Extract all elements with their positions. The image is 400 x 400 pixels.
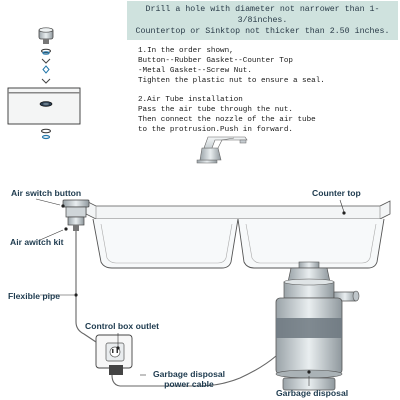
step2-line: 2.Air Tube installation: [138, 96, 243, 104]
label-power-cable: Garbage disposal power cable: [148, 369, 230, 389]
step2-line: Then connect the nozzle of the air tube: [138, 116, 316, 124]
spacer: [138, 86, 398, 95]
flexible-pipe-line: [75, 231, 277, 387]
label-flexible-pipe: Flexible pipe: [8, 291, 61, 301]
label-air-switch-kit: Air awitch kit: [10, 237, 64, 247]
label-garbage-disposal: Garbage disposal: [276, 388, 349, 398]
banner-line-2: Countertop or Sinktop not thicker than 2…: [135, 27, 390, 36]
label-power-cable-line2: power cable: [164, 379, 214, 389]
label-power-cable-line1: Garbage disposal: [152, 369, 226, 379]
step1-line: Button--Rubber Gasket--Counter Top: [138, 57, 293, 65]
step1-line: 1.In the order shown,: [138, 47, 234, 55]
installation-instructions: 1.In the order shown, Button--Rubber Gas…: [138, 46, 398, 135]
callout-dots: [61, 204, 346, 374]
countertop-hole-icon: [7, 87, 81, 125]
step2-line: to the protrusion.Push in forward.: [138, 126, 293, 134]
banner-line-1: Drill a hole with diameter not narrower …: [145, 5, 380, 25]
step2-line: Pass the air tube through the nut.: [138, 106, 293, 114]
exploded-parts-view: [7, 27, 81, 140]
chevron-down-icon: [41, 58, 51, 64]
button-cap-icon: [38, 27, 54, 44]
label-counter-top: Counter top: [312, 188, 361, 198]
sink-icon: [85, 200, 391, 269]
chevron-down-icon: [41, 78, 51, 84]
gasket-icon: [41, 48, 51, 55]
disposal-unit-icon: [275, 267, 360, 391]
step1-line: -Metal Gasket--Screw Nut.: [138, 67, 252, 75]
callout-lines: [35, 198, 345, 386]
label-air-switch-button: Air switch button: [11, 188, 82, 198]
metal-gasket-icon: [41, 128, 51, 134]
outlet-icon: [95, 334, 133, 375]
screw-nut-icon: [41, 134, 51, 140]
diamond-marker-icon: [42, 65, 50, 74]
label-control-box-outlet: Control box outlet: [85, 321, 159, 331]
faucet-icon: [196, 136, 248, 164]
step1-line: Tighten the plastic nut to ensure a seal…: [138, 77, 325, 85]
air-switch-button-icon: [62, 199, 90, 231]
drill-hole-banner: Drill a hole with diameter not narrower …: [127, 1, 398, 40]
